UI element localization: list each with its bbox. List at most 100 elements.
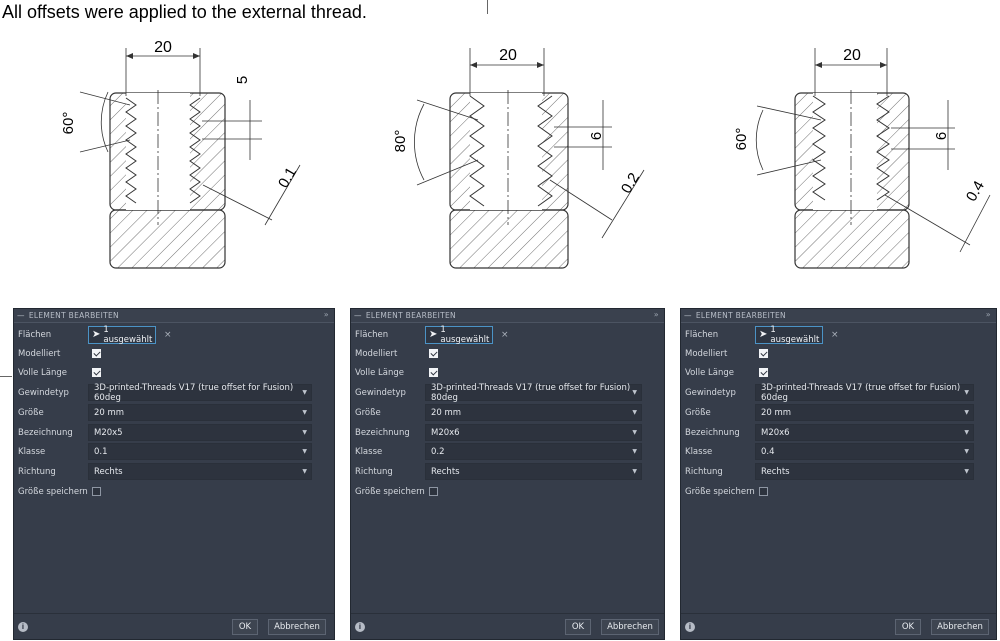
designation-label: Bezeichnung — [18, 427, 73, 438]
expand-icon[interactable]: » — [653, 310, 659, 319]
thread-type-select[interactable]: 3D-printed-Threads V17 (true offset for … — [755, 383, 974, 403]
size-select[interactable]: 20 mm▼ — [88, 404, 312, 421]
size-label: Größe — [355, 407, 381, 418]
faces-selection[interactable]: ➤1 ausgewählt — [755, 325, 823, 345]
thread-type-row: Gewindetyp 3D-printed-Threads V17 (true … — [14, 383, 334, 403]
size-select[interactable]: 20 mm▼ — [755, 404, 974, 421]
direction-row: Richtung Rechts▼ — [351, 462, 664, 481]
direction-select[interactable]: Rechts▼ — [425, 463, 642, 480]
direction-row: Richtung Rechts▼ — [14, 462, 334, 481]
clear-selection-icon[interactable]: × — [164, 329, 172, 340]
expand-icon[interactable]: » — [323, 310, 329, 319]
designation-row: Bezeichnung M20x6▼ — [351, 423, 664, 442]
size-value: 20 mm — [94, 407, 125, 418]
angle-dimension: 60° — [733, 128, 750, 151]
save-size-checkbox[interactable] — [429, 487, 438, 496]
cancel-button[interactable]: Abbrechen — [931, 619, 989, 635]
chevron-down-icon: ▼ — [964, 389, 969, 396]
cancel-button[interactable]: Abbrechen — [601, 619, 659, 635]
chevron-down-icon: ▼ — [302, 429, 307, 436]
designation-value: M20x6 — [761, 427, 790, 438]
cancel-button[interactable]: Abbrechen — [268, 619, 326, 635]
pitch-dimension: 6 — [933, 132, 950, 140]
save-size-label: Größe speichern — [18, 486, 88, 497]
save-size-row: Größe speichern — [14, 482, 334, 501]
thread-type-row: Gewindetyp 3D-printed-Threads V17 (true … — [351, 383, 664, 403]
angle-dimension: 80° — [392, 130, 409, 153]
class-select[interactable]: 0.4▼ — [755, 443, 974, 460]
faces-selection[interactable]: ➤1 ausgewählt — [88, 325, 156, 345]
panel-footer: i OK Abbrechen — [351, 613, 664, 639]
class-value: 0.4 — [761, 446, 775, 457]
thread-drawing-2: 20 80° 6 0.2 — [392, 47, 645, 269]
direction-label: Richtung — [355, 466, 393, 477]
faces-value: 1 ausgewählt — [440, 324, 490, 345]
minimize-icon[interactable]: — — [684, 311, 692, 320]
designation-row: Bezeichnung M20x6▼ — [681, 423, 996, 442]
direction-select[interactable]: Rechts▼ — [88, 463, 312, 480]
designation-select[interactable]: M20x6 ▼ — [425, 424, 642, 441]
save-size-row: Größe speichern — [351, 482, 664, 501]
clear-selection-icon[interactable]: × — [501, 329, 509, 340]
pitch-dimension: 5 — [234, 76, 251, 84]
modeled-checkbox[interactable] — [92, 349, 101, 358]
class-select[interactable]: 0.2▼ — [425, 443, 642, 460]
ok-button[interactable]: OK — [565, 619, 591, 635]
minimize-icon[interactable]: — — [17, 311, 25, 320]
direction-row: Richtung Rechts▼ — [681, 462, 996, 481]
designation-label: Bezeichnung — [685, 427, 740, 438]
full-length-checkbox[interactable] — [429, 368, 438, 377]
divider-mark — [487, 0, 488, 14]
pitch-dimension: 6 — [588, 132, 605, 140]
info-icon[interactable]: i — [18, 622, 28, 632]
full-length-row: Volle Länge — [351, 363, 664, 382]
ok-button[interactable]: OK — [895, 619, 921, 635]
divider-mark — [0, 376, 12, 377]
width-dimension: 20 — [499, 47, 517, 64]
designation-select[interactable]: M20x5▼ — [88, 424, 312, 441]
chevron-down-icon: ▼ — [632, 389, 637, 396]
faces-label: Flächen — [685, 329, 719, 340]
class-label: Klasse — [355, 446, 383, 457]
direction-value: Rechts — [761, 466, 790, 477]
thread-type-select[interactable]: 3D-printed-Threads V17 (true offset for … — [88, 383, 312, 403]
thread-type-select[interactable]: 3D-printed-Threads V17 (true offset for … — [425, 383, 642, 403]
save-size-checkbox[interactable] — [92, 487, 101, 496]
full-length-row: Volle Länge — [14, 363, 334, 382]
thread-drawing-3: 20 60° 6 0.4 — [733, 47, 991, 269]
minimize-icon[interactable]: — — [354, 311, 362, 320]
designation-value: M20x6 — [431, 427, 460, 438]
size-select[interactable]: 20 mm▼ — [425, 404, 642, 421]
info-icon[interactable]: i — [685, 622, 695, 632]
class-label: Klasse — [685, 446, 713, 457]
direction-select[interactable]: Rechts▼ — [755, 463, 974, 480]
modeled-checkbox[interactable] — [429, 349, 438, 358]
edit-feature-panel-2: — ELEMENT BEARBEITEN » Flächen ➤1 ausgew… — [350, 308, 665, 640]
size-label: Größe — [18, 407, 44, 418]
full-length-label: Volle Länge — [18, 367, 67, 378]
clear-selection-icon[interactable]: × — [831, 329, 839, 340]
designation-select[interactable]: M20x6▼ — [755, 424, 974, 441]
save-size-checkbox[interactable] — [759, 487, 768, 496]
thread-drawings: 20 60° 5 0.1 20 80° — [0, 20, 1000, 310]
faces-row: Flächen ➤1 ausgewählt × — [14, 325, 334, 345]
class-select[interactable]: 0.1▼ — [88, 443, 312, 460]
offset-dimension: 0.1 — [275, 164, 300, 191]
width-dimension: 20 — [843, 47, 861, 64]
angle-dimension: 60° — [60, 112, 77, 135]
size-value: 20 mm — [431, 407, 462, 418]
faces-row: Flächen ➤1 ausgewählt × — [351, 324, 664, 345]
size-row: Größe 20 mm▼ — [14, 403, 334, 422]
save-size-label: Größe speichern — [685, 486, 755, 497]
info-icon[interactable]: i — [355, 622, 365, 632]
expand-icon[interactable]: » — [985, 310, 991, 319]
ok-button[interactable]: OK — [232, 619, 258, 635]
chevron-down-icon: ▼ — [632, 429, 637, 436]
faces-selection[interactable]: ➤1 ausgewählt — [425, 324, 493, 345]
modeled-checkbox[interactable] — [759, 349, 768, 358]
designation-row: Bezeichnung M20x5▼ — [14, 423, 334, 442]
chevron-down-icon: ▼ — [302, 468, 307, 475]
full-length-checkbox[interactable] — [759, 368, 768, 377]
full-length-checkbox[interactable] — [92, 368, 101, 377]
chevron-down-icon: ▼ — [632, 448, 637, 455]
